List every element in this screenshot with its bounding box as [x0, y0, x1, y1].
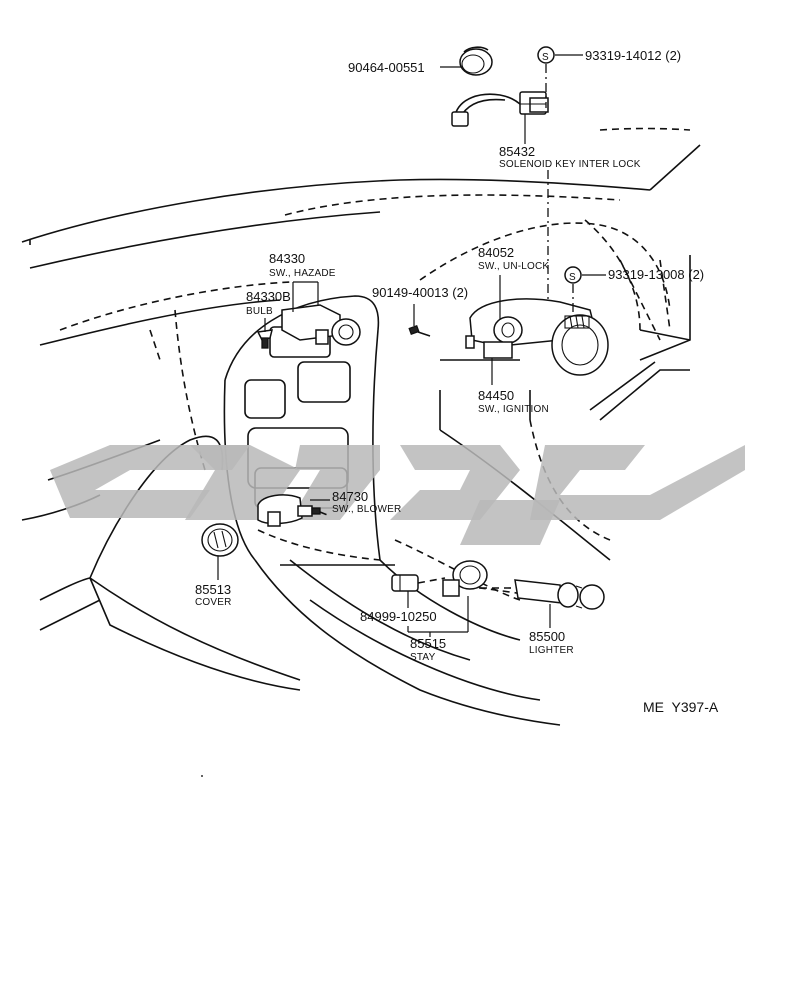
- screw-symbol-icon: S: [537, 46, 555, 64]
- stay-desc: STAY: [410, 652, 436, 663]
- solenoid-part: [451, 91, 549, 127]
- socket-number: 84999-10250: [360, 609, 437, 624]
- solenoid-number: 85432: [499, 144, 535, 159]
- dashboard-outline: [21, 127, 701, 726]
- socket-part: [391, 574, 446, 592]
- leader-lines: [217, 66, 551, 637]
- lighter-desc: LIGHTER: [529, 645, 574, 656]
- screw-right-number: 93319-13008 (2): [608, 267, 704, 282]
- bulb-number: 84330B: [246, 289, 291, 304]
- screw-mid-part: [408, 324, 431, 337]
- hazard-number: 84330: [269, 251, 305, 266]
- solenoid-desc: SOLENOID KEY INTER LOCK: [499, 159, 641, 170]
- bulb-desc: BULB: [246, 306, 273, 317]
- stay-number: 85515: [410, 636, 446, 651]
- watermark-logo: [50, 445, 745, 545]
- screw-right-symbol-icon: S: [564, 266, 582, 284]
- ignition-switch-part: [465, 298, 609, 376]
- blower-switch-part: [257, 494, 331, 527]
- svg-text:S: S: [569, 272, 576, 283]
- blower-desc: SW., BLOWER: [332, 504, 401, 515]
- svg-text:S: S: [542, 52, 549, 63]
- ignition-number: 84450: [478, 388, 514, 403]
- ignition-desc: SW., IGNITION: [478, 404, 549, 415]
- lighter-part: [480, 579, 605, 610]
- cover-desc: COVER: [195, 597, 232, 608]
- unlock-number: 84052: [478, 245, 514, 260]
- unlock-desc: SW., UN-LOCK: [478, 261, 549, 272]
- part-labels: 90464-00551 93319-14012 (2) 85432 SOLENO…: [195, 48, 719, 715]
- hazard-switch-part: [281, 304, 361, 346]
- lighter-number: 85500: [529, 629, 565, 644]
- clip-number: 90464-00551: [348, 60, 425, 75]
- clip-part: [459, 46, 493, 76]
- hazard-desc: SW., HAZADE: [269, 268, 336, 279]
- cover-number: 85513: [195, 582, 231, 597]
- stay-part: [442, 560, 488, 597]
- screw-mid-number: 90149-40013 (2): [372, 285, 468, 300]
- blower-number: 84730: [332, 489, 368, 504]
- cover-part: [201, 523, 239, 557]
- diagram-code: ME Y397-A: [643, 699, 719, 715]
- screw-top-number: 93319-14012 (2): [585, 48, 681, 63]
- bulb-part: [256, 329, 273, 349]
- stray-mark: [201, 775, 203, 777]
